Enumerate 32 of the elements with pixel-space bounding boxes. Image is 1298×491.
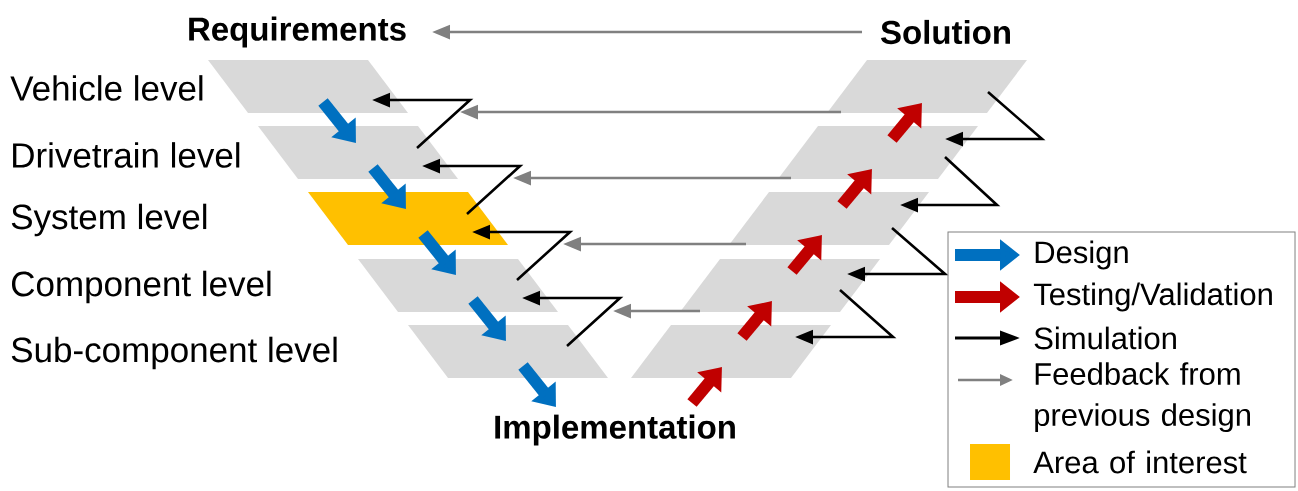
legend-label: Testing/Validation xyxy=(1033,282,1272,312)
level-parallelogram xyxy=(778,126,978,179)
arrow xyxy=(737,301,772,341)
heading: Implementation xyxy=(495,414,735,446)
level-parallelogram xyxy=(258,126,458,179)
level-parallelogram xyxy=(208,60,408,113)
arrow xyxy=(887,103,922,143)
level-parallelogram xyxy=(680,259,880,312)
heading: Solution xyxy=(881,19,1010,45)
level-parallelogram xyxy=(308,192,508,245)
level-label: Vehicle level xyxy=(10,75,203,101)
level-parallelogram xyxy=(408,325,608,378)
level-label: Sub-component level xyxy=(11,336,337,370)
level-parallelogram xyxy=(631,325,831,378)
level-label: Component level xyxy=(12,270,271,304)
legend-label: Simulation xyxy=(1034,326,1176,350)
level-label: System level xyxy=(11,203,207,237)
level-parallelogram xyxy=(729,192,929,245)
level-label: Drivetrain level xyxy=(13,142,240,168)
arrow xyxy=(837,169,872,209)
arrow xyxy=(318,98,356,143)
arrow xyxy=(518,362,556,407)
legend-label: Feedback from previous design xyxy=(1035,362,1250,433)
level-parallelogram xyxy=(827,60,1027,113)
legend-label: Design xyxy=(1035,240,1128,270)
arrow xyxy=(687,367,722,407)
heading: Requirements xyxy=(189,16,406,48)
arrow xyxy=(418,230,456,275)
level-parallelogram xyxy=(358,259,558,312)
arrow xyxy=(787,235,822,275)
arrow xyxy=(468,296,506,341)
legend-label: Area of interest xyxy=(1033,450,1247,474)
